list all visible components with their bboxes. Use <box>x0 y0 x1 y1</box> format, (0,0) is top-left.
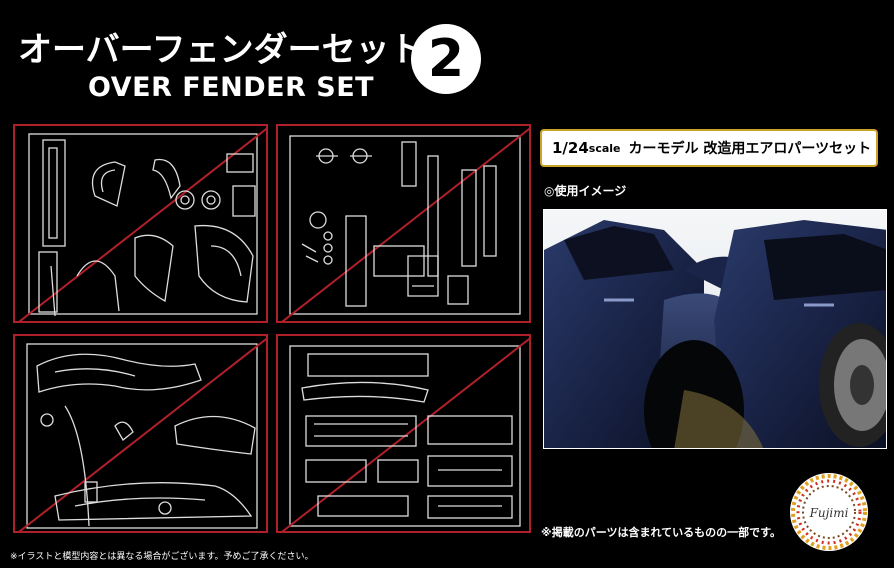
parts-sprue-drawing-2 <box>281 127 529 321</box>
parts-sprue-panel-4 <box>276 334 531 533</box>
title-japanese: オーバーフェンダーセット <box>18 30 424 70</box>
parts-sprue-panel-3 <box>13 334 268 533</box>
parts-note: ※掲載のパーツは含まれているものの一部です。 <box>541 526 782 539</box>
fujimi-logo: Fujimi <box>789 472 869 552</box>
fujimi-logo-icon: Fujimi <box>790 473 868 551</box>
logo-text: Fujimi <box>809 506 849 520</box>
parts-sprue-panel-1 <box>13 124 268 323</box>
scale-description-box: 1/24 scale カーモデル 改造用エアロパーツセット <box>540 129 878 167</box>
parts-sprue-drawing-3 <box>18 337 266 531</box>
parts-sprue-panel-2 <box>276 124 531 323</box>
scale-description: カーモデル 改造用エアロパーツセット <box>628 141 872 157</box>
parts-sprue-drawing-1 <box>18 127 266 321</box>
scale-unit: scale <box>588 141 621 155</box>
car-illustration <box>544 210 886 448</box>
usage-image-label: ◎使用イメージ <box>544 184 627 198</box>
illustration-disclaimer: ※イラストと模型内容とは異なる場合がございます。予めご了承ください。 <box>10 552 314 562</box>
parts-sprue-drawing-4 <box>281 337 529 531</box>
scale-value: 1/24 <box>552 139 589 157</box>
usage-photo <box>543 209 887 449</box>
set-number-badge: 2 <box>411 24 481 94</box>
title-english: OVER FENDER SET <box>88 72 375 103</box>
